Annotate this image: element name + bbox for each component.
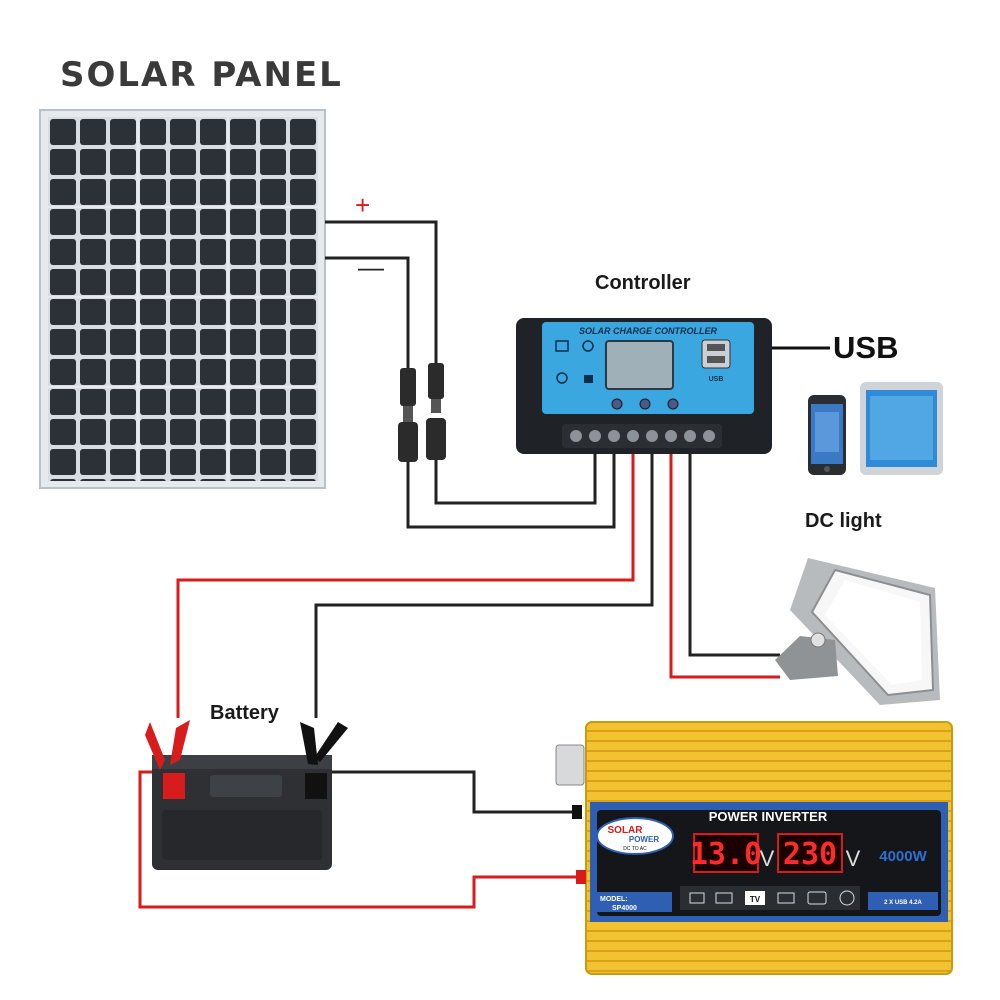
page-title: SOLAR PANEL bbox=[60, 55, 343, 95]
usb-label: USB bbox=[833, 330, 899, 365]
controller-lcd-screen bbox=[605, 340, 674, 390]
input-voltage-display bbox=[693, 833, 759, 873]
brand-logo-sub: DC TO AC bbox=[623, 846, 647, 852]
brand-logo-bottom: POWER bbox=[629, 835, 659, 844]
positive-sign: + bbox=[355, 190, 371, 220]
charge-controller: SOLAR CHARGE CONTROLLER USB bbox=[516, 318, 772, 454]
model-label: MODEL: bbox=[600, 896, 628, 903]
mode-icon bbox=[555, 340, 569, 352]
inverter-header: POWER INVERTER bbox=[709, 809, 828, 824]
model-value: SP4000 bbox=[612, 905, 637, 912]
power-inverter: POWER INVERTER SOLAR POWER DC TO AC 13.0… bbox=[555, 721, 953, 975]
brand-logo bbox=[596, 817, 674, 855]
output-voltage-reading: 230 bbox=[783, 837, 837, 872]
solar-panel bbox=[39, 109, 326, 489]
battery-label: Battery bbox=[210, 702, 279, 724]
controller-button-1[interactable] bbox=[611, 398, 623, 410]
wires bbox=[138, 220, 830, 909]
fan-icon bbox=[839, 890, 855, 906]
controller-header: SOLAR CHARGE CONTROLLER bbox=[579, 326, 717, 336]
mc4-connectors bbox=[398, 363, 446, 462]
output-voltage-display bbox=[777, 833, 843, 873]
output-voltage-unit: V bbox=[846, 846, 861, 871]
controller-button-2[interactable] bbox=[639, 398, 651, 410]
controller-usb-badge: USB bbox=[709, 376, 724, 383]
tv-icon bbox=[745, 891, 765, 905]
input-voltage-reading: 13.0 bbox=[690, 837, 762, 872]
inverter-negative-terminal bbox=[572, 805, 582, 819]
controller-label: Controller bbox=[595, 272, 691, 294]
inverter-usb-note: 2 X USB 4.2A bbox=[884, 900, 922, 906]
inverter-positive-terminal bbox=[576, 870, 586, 884]
computer-icon bbox=[777, 892, 795, 904]
lamp-icon bbox=[689, 892, 705, 904]
timer-icon bbox=[556, 372, 568, 384]
laptop-icon bbox=[715, 892, 733, 904]
dc-light bbox=[775, 558, 940, 705]
tablet bbox=[860, 382, 943, 475]
controller-button-3[interactable] bbox=[667, 398, 679, 410]
dc-light-label: DC light bbox=[805, 510, 882, 532]
input-voltage-unit: V bbox=[760, 846, 775, 871]
smartphone bbox=[808, 395, 846, 475]
inverter-rating: 4000W bbox=[879, 848, 927, 865]
camera-icon bbox=[807, 891, 827, 905]
lock-icon bbox=[584, 375, 593, 383]
battery bbox=[145, 720, 348, 870]
settings-gear-icon bbox=[582, 340, 594, 352]
tv-icon-label: TV bbox=[750, 895, 761, 904]
brand-logo-top: SOLAR bbox=[608, 825, 644, 836]
